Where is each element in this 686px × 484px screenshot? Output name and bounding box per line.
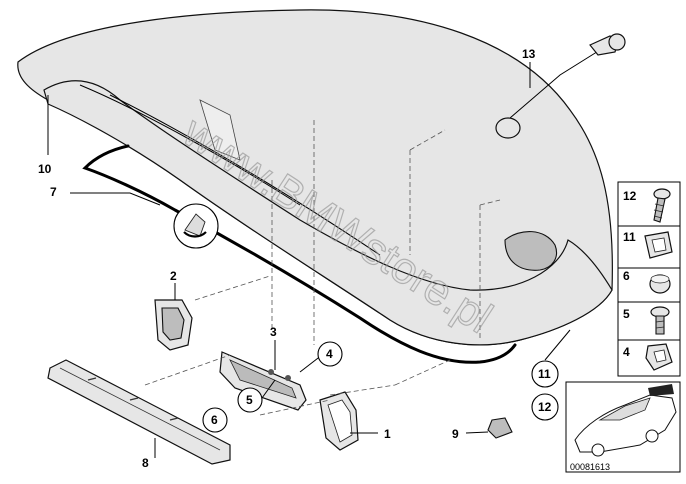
panel-label-6: 6	[623, 269, 630, 283]
label-6: 6	[211, 413, 218, 427]
part-13-cable	[495, 33, 626, 139]
trunk-lid	[17, 9, 613, 346]
clip-nut-icon	[644, 231, 673, 259]
plug-icon	[649, 274, 671, 294]
label-9: 9	[452, 427, 459, 441]
screw-icon	[653, 188, 671, 223]
part-1-cover	[319, 391, 359, 451]
panel-label-11: 11	[623, 230, 636, 244]
assembly-lines	[144, 120, 501, 416]
label-4: 4	[326, 347, 333, 361]
label-5: 5	[246, 393, 253, 407]
highlighted-trunk	[648, 384, 674, 396]
seal-gasket	[82, 144, 517, 364]
part-2-bezel	[154, 299, 193, 351]
label-3: 3	[270, 325, 277, 339]
label-1: 1	[384, 427, 391, 441]
part-9-clip	[487, 417, 513, 439]
label-7: 7	[50, 185, 57, 199]
car-thumbnail: 00081613	[565, 381, 681, 473]
callout-labels: 1 2 3 8 9 10 7 13 4 5 6 11 12	[38, 47, 559, 470]
callout-circle-6	[202, 407, 228, 433]
panel-cell-5	[617, 301, 681, 341]
side-parts-panel: 12 11 6 5 4	[617, 181, 681, 377]
diagram-code: 00081613	[570, 462, 610, 472]
label-12: 12	[538, 400, 552, 414]
callout-circle-11	[531, 360, 559, 388]
part-8-trim-strip	[47, 359, 231, 465]
callout-circle-5	[237, 387, 263, 413]
part-3-handle-frame	[219, 351, 307, 411]
label-10: 10	[38, 162, 52, 176]
panel-label-5: 5	[623, 307, 630, 321]
label-11: 11	[538, 367, 551, 381]
label-13: 13	[522, 47, 536, 61]
washer-screw-icon	[650, 306, 670, 335]
label-2: 2	[170, 269, 177, 283]
spring-clip-icon	[645, 343, 673, 371]
label-8: 8	[142, 456, 149, 470]
callout-circle-4	[317, 341, 343, 367]
callout-circle-12	[531, 393, 559, 421]
panel-label-4: 4	[623, 345, 630, 359]
panel-label-12: 12	[623, 189, 637, 203]
detail-zoom-circle	[173, 203, 219, 249]
panel-cell-12	[617, 181, 681, 227]
